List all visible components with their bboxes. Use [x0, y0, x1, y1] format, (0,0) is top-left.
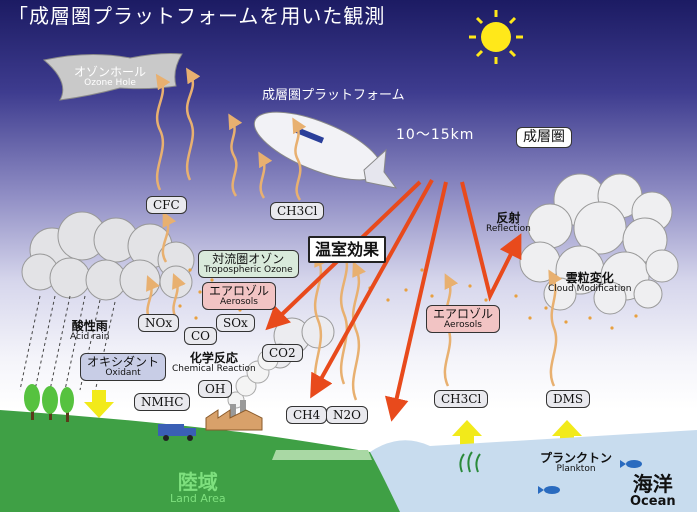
stratosphere-label: 成層圏 — [516, 127, 572, 148]
tropospheric-ozone-box: 対流圏オゾン Tropospheric Ozone — [198, 250, 299, 279]
compound-ch3cl-bottom: CH3Cl — [434, 390, 489, 409]
reflection-label: 反射 Reflection — [486, 212, 531, 234]
chemical-reaction-label: 化学反応 Chemical Reaction — [172, 352, 256, 374]
truck-icon — [158, 424, 196, 441]
compound-co2: CO2 — [262, 344, 303, 363]
tropo-ozone-en: Tropospheric Ozone — [204, 264, 293, 275]
cloud-mod-en: Cloud Modification — [548, 283, 632, 294]
page-title: 「成層圏プラットフォームを用いた観測 — [8, 4, 386, 28]
plankton-label: プランクトン Plankton — [540, 452, 612, 474]
factory-icon — [205, 400, 263, 431]
compound-sox: SOx — [216, 314, 255, 333]
fish-icon — [538, 460, 642, 494]
altitude-label: 10〜15km — [396, 127, 475, 143]
ocean-jp: 海洋 — [632, 472, 673, 496]
reflection-jp: 反射 — [496, 211, 521, 225]
cloud-modification-label: 雲粒変化 Cloud Modification — [548, 272, 631, 294]
rain-lines — [19, 295, 116, 393]
platform-label: 成層圏プラットフォーム — [262, 88, 405, 103]
cloud-mod-jp: 雲粒変化 — [565, 271, 614, 285]
ozone-hole-shape — [42, 53, 183, 101]
tropo-ozone-jp: 対流圏オゾン — [212, 252, 285, 266]
land-en: Land Area — [170, 492, 226, 505]
reflection-en: Reflection — [486, 223, 531, 234]
acid-rain-jp: 酸性雨 — [71, 319, 108, 333]
ocean-label: 海洋 Ocean — [630, 474, 676, 509]
oxidant-en: Oxidant — [105, 367, 141, 378]
rice-field — [272, 450, 372, 460]
compound-nmhc: NMHC — [134, 393, 191, 412]
yellow-up-arrows-ocean — [452, 420, 582, 452]
ocean-area — [370, 430, 697, 512]
ozone-hole-en: Ozone Hole — [84, 77, 136, 88]
plankton-en: Plankton — [556, 463, 596, 474]
land-area — [0, 410, 400, 512]
chem-reaction-en: Chemical Reaction — [172, 363, 256, 374]
oxidant-jp: オキシダント — [87, 355, 160, 369]
aerosols-left-en: Aerosols — [220, 296, 258, 307]
sun-icon — [469, 10, 523, 64]
ocean-en: Ocean — [630, 494, 676, 509]
aerosols-box-left: エアロゾル Aerosols — [202, 282, 277, 311]
acid-rain-en: Acid rain — [70, 331, 110, 342]
aerosols-left-jp: エアロゾル — [209, 284, 270, 298]
right-cloud — [519, 173, 679, 315]
trees-icon — [24, 384, 74, 422]
compound-ch3cl-top: CH3Cl — [270, 202, 325, 221]
compound-oh: OH — [198, 380, 233, 399]
airship-icon — [253, 111, 398, 189]
land-area-label: 陸域 Land Area — [170, 472, 226, 505]
ozone-hole-jp: オゾンホール — [74, 65, 147, 79]
greenhouse-effect-label: 温室効果 — [308, 236, 387, 264]
seaweed-icon — [459, 451, 481, 473]
compound-nox: NOx — [138, 314, 180, 333]
compound-co: CO — [184, 327, 218, 346]
plankton-jp: プランクトン — [540, 451, 613, 465]
ozone-hole-label: オゾンホール Ozone Hole — [74, 66, 146, 88]
compound-n2o: N2O — [326, 406, 368, 425]
aerosols-right-jp: エアロゾル — [433, 307, 494, 321]
oxidant-box: オキシダント Oxidant — [80, 353, 167, 382]
aerosols-box-right: エアロゾル Aerosols — [426, 305, 501, 334]
compound-cfc: CFC — [146, 196, 187, 215]
acid-rain-label: 酸性雨 Acid rain — [70, 320, 109, 342]
compound-dms: DMS — [546, 390, 591, 409]
land-jp: 陸域 — [177, 470, 218, 494]
chem-reaction-jp: 化学反応 — [189, 351, 238, 365]
compound-ch4: CH4 — [286, 406, 328, 425]
smoke-plume — [227, 349, 279, 409]
aerosols-right-en: Aerosols — [444, 319, 482, 330]
yellow-up-arrow-land — [84, 390, 114, 418]
